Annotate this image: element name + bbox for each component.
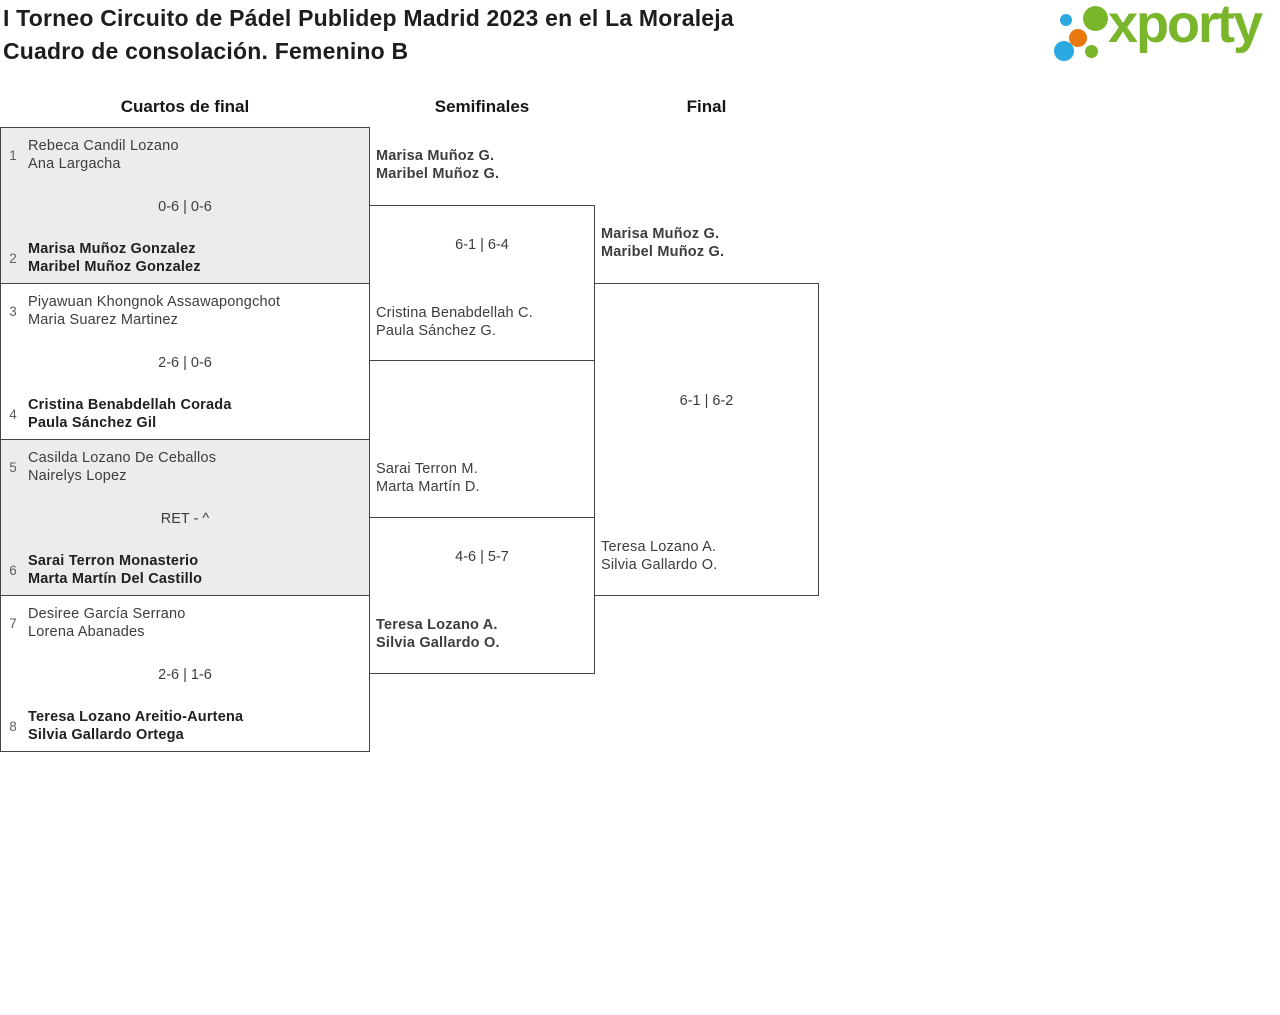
match-score: 6-1 | 6-4 [455,237,509,253]
team-bottom: Sarai Terron Monasterio Marta Martín Del… [28,552,202,588]
player-name: Marta Martín D. [376,479,480,495]
seed-number: 7 [9,616,17,631]
player-name: Sarai Terron M. [376,461,478,477]
logo-dot-icon [1054,41,1074,61]
player-name: Maria Suarez Martinez [28,312,179,328]
quarterfinal-match-1: 1 Rebeca Candil Lozano Ana Largacha 0-6 … [0,127,370,284]
team-sf2-bottom: Teresa Lozano A. Silvia Gallardo O. [376,616,500,652]
quarterfinal-match-2: 3 Piyawuan Khongnok Assawapongchot Maria… [0,283,370,440]
player-name: Marta Martín Del Castillo [28,571,203,587]
tournament-title: I Torneo Circuito de Pádel Publidep Madr… [3,5,734,31]
player-name: Lorena Abanades [28,624,145,640]
player-name: Nairelys Lopez [28,468,127,484]
seed-number: 8 [9,719,17,734]
player-name: Ana Largacha [28,156,121,172]
final-box [594,283,819,596]
player-name: Casilda Lozano De Ceballos [28,450,217,466]
player-name: Cristina Benabdellah Corada [28,397,232,413]
team-final-top: Marisa Muñoz G. Maribel Muñoz G. [601,225,724,261]
player-name: Teresa Lozano A. [601,539,717,555]
team-top: Desiree García Serrano Lorena Abanades [28,605,186,641]
player-name: Desiree García Serrano [28,606,186,622]
team-top: Piyawuan Khongnok Assawapongchot Maria S… [28,293,280,329]
seed-number: 1 [9,148,17,163]
round-header-semifinales: Semifinales [434,97,530,116]
match-score: 6-1 | 6-2 [679,393,734,409]
match-score: RET - ^ [160,511,210,527]
quarterfinal-match-4: 7 Desiree García Serrano Lorena Abanades… [0,595,370,752]
match-score: 0-6 | 0-6 [158,199,212,215]
player-name: Maribel Muñoz Gonzalez [28,259,201,275]
logo-wordmark: xporty [1108,0,1263,54]
team-sf1-bottom: Cristina Benabdellah C. Paula Sánchez G. [376,304,533,340]
seed-number: 2 [9,251,17,266]
seed-number: 5 [9,460,17,475]
seed-number: 6 [9,563,17,578]
quarterfinal-match-3: 5 Casilda Lozano De Ceballos Nairelys Lo… [0,439,370,596]
player-name: Rebeca Candil Lozano [28,138,179,154]
player-name: Marisa Muñoz G. [601,226,720,242]
player-name: Paula Sánchez Gil [28,415,157,431]
player-name: Maribel Muñoz G. [376,166,500,182]
player-name: Marisa Muñoz G. [376,148,495,164]
player-name: Marisa Muñoz Gonzalez [28,241,196,257]
team-bottom: Teresa Lozano Areitio-Aurtena Silvia Gal… [28,708,243,744]
logo-dot-icon [1069,29,1087,47]
team-bottom: Cristina Benabdellah Corada Paula Sánche… [28,396,232,432]
round-header-cuartos: Cuartos de final [120,97,250,116]
player-name: Silvia Gallardo Ortega [28,727,184,743]
match-score: 2-6 | 1-6 [158,667,212,683]
team-sf1-top: Marisa Muñoz G. Maribel Muñoz G. [376,147,499,183]
xporty-logo: xporty [1050,0,1280,80]
logo-dot-icon [1060,14,1072,26]
player-name: Cristina Benabdellah C. [376,305,533,321]
player-name: Piyawuan Khongnok Assawapongchot [28,294,281,310]
logo-dot-icon [1085,45,1098,58]
player-name: Silvia Gallardo O. [376,635,500,651]
player-name: Sarai Terron Monasterio [28,553,199,569]
player-name: Silvia Gallardo O. [601,557,718,573]
match-score: 2-6 | 0-6 [158,355,212,371]
player-name: Paula Sánchez G. [376,323,497,339]
logo-dot-icon [1083,6,1108,31]
team-sf2-top: Sarai Terron M. Marta Martín D. [376,460,480,496]
player-name: Teresa Lozano A. [376,617,498,633]
bracket-subtitle: Cuadro de consolación. Femenino B [3,38,409,64]
team-top: Rebeca Candil Lozano Ana Largacha [28,137,179,173]
team-final-bottom: Teresa Lozano A. Silvia Gallardo O. [601,538,717,574]
team-bottom: Marisa Muñoz Gonzalez Maribel Muñoz Gonz… [28,240,201,276]
player-name: Maribel Muñoz G. [601,244,725,260]
round-header-final: Final [686,97,727,116]
seed-number: 3 [9,304,17,319]
team-top: Casilda Lozano De Ceballos Nairelys Lope… [28,449,216,485]
match-score: 4-6 | 5-7 [455,549,509,565]
seed-number: 4 [9,407,17,422]
player-name: Teresa Lozano Areitio-Aurtena [28,709,244,725]
